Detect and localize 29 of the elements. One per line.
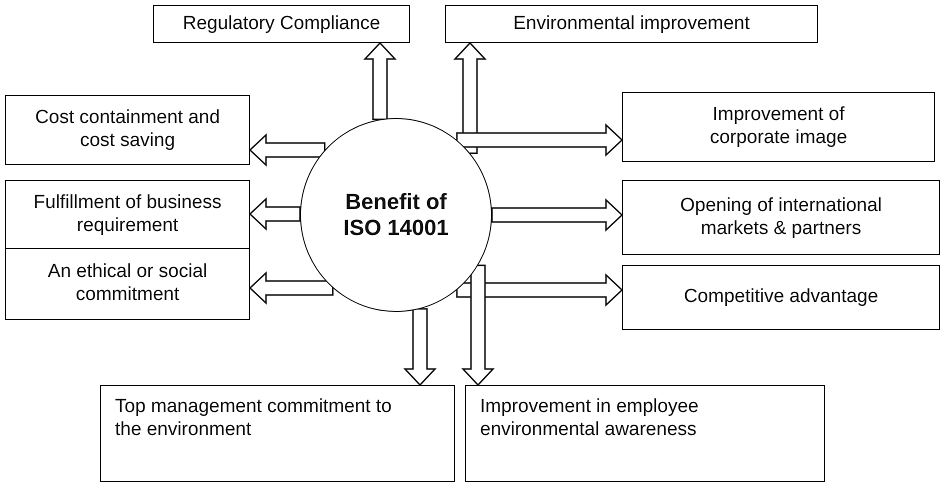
benefit-box [5,248,250,320]
benefit-box [153,5,410,43]
box-text: Improvement in employee environmental awareness [480,396,700,442]
box-text: Cost containment and cost saving [34,107,221,153]
block-arrow [248,133,326,167]
benefit-box [465,385,825,482]
box-text: Regulatory Compliance [182,12,380,36]
benefit-box [445,5,818,43]
box-text: Opening of international markets & partners [679,194,883,240]
box-text: Competitive advantage [684,286,878,309]
benefit-box [100,385,455,482]
benefit-box [622,180,940,255]
box-text: Top management commitment to the environment [115,396,393,442]
box-text: Environmental improvement [513,12,750,36]
benefit-box [622,265,940,330]
benefit-box [622,92,935,162]
box-text: Improvement of corporate image [708,104,848,150]
benefit-box [5,95,250,165]
block-arrow [491,198,624,232]
box-text: Fulfillment of business requirement [32,192,222,238]
benefit-box [5,180,250,249]
center-title: Benefit of ISO 14001 [342,188,450,242]
block-arrow [248,197,301,231]
block-arrow [403,308,437,386]
block-arrow [456,123,624,157]
box-text: An ethical or social commitment [46,261,208,307]
block-arrow [461,264,495,386]
block-arrow [248,271,334,305]
block-arrow [363,42,397,120]
